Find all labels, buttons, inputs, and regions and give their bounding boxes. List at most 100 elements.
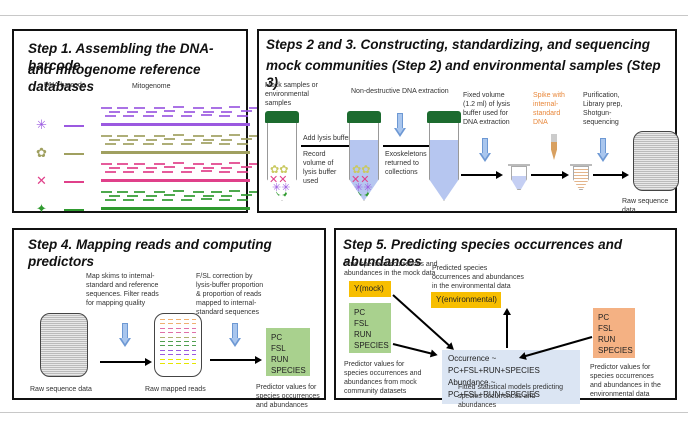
predictor-run: RUN <box>354 330 372 339</box>
sequencing-arrow <box>593 171 629 179</box>
mitogenome-read <box>123 143 134 145</box>
mitogenome-line <box>101 151 250 154</box>
record-volume-label: Record volume of lysis buffer used <box>303 151 337 185</box>
env-predictor-box: PC FSL RUN SPECIES <box>593 308 635 358</box>
predicted-species-label: Predicted species occurrences and abunda… <box>432 265 524 290</box>
true-species-label: True species occurrences and abundances … <box>344 261 438 277</box>
dna-barcode-line <box>64 209 84 211</box>
mitogenome-read <box>101 135 112 137</box>
spider-icon: ✳✳ <box>354 182 373 194</box>
mitogenome-read <box>219 143 230 145</box>
mitogenome-read <box>241 110 252 112</box>
mitogenome-read <box>229 106 240 108</box>
mitogenome-read <box>109 139 120 141</box>
mitogenome-read <box>181 199 192 201</box>
mitogenome-read <box>117 191 128 193</box>
tube-cap <box>427 111 461 123</box>
predictor-species: SPECIES <box>354 341 389 350</box>
mitogenome-read <box>211 107 222 109</box>
mitogenome-read <box>101 191 112 193</box>
pipette-icon <box>551 134 557 160</box>
model-occurrence: Occurrence ~ PC+FSL+RUN+SPECIES <box>448 354 540 375</box>
mitogenome-read <box>249 163 260 165</box>
bee-icon: ✦ <box>36 201 47 216</box>
predictor-box: PC FSL RUN SPECIES <box>266 328 310 376</box>
raw-sequence-label: Raw sequence data <box>622 198 669 214</box>
model-box: Occurrence ~ PC+FSL+RUN+SPECIES Abundanc… <box>442 350 580 404</box>
mitogenome-read <box>193 191 204 193</box>
dragonfly-icon: ✕ <box>36 173 47 188</box>
mitogenome-read <box>101 107 112 109</box>
mock-predictor-box: PC FSL RUN SPECIES <box>349 303 391 353</box>
tube-cap <box>347 111 381 123</box>
mitogenome-read <box>237 115 248 117</box>
mitogenome-read <box>173 190 184 192</box>
mitogenome-line <box>101 207 250 210</box>
mitogenome-read <box>127 111 138 113</box>
spike-label: Spike with internal-standard DNA <box>533 92 565 126</box>
mitogenome-read <box>184 167 195 169</box>
mitogenome-label: Mitogenome <box>132 83 171 90</box>
mitogenome-read <box>105 115 116 117</box>
mitogenome-read <box>123 171 134 173</box>
fixed-volume-down-arrow <box>479 138 491 162</box>
mitogenome-read <box>201 170 212 172</box>
fsl-correction-label: F/SL correction by lysis-buffer proporti… <box>196 273 264 316</box>
beetle-icon: ✿✿ <box>270 164 289 176</box>
predictor-caption: Predictor values for species occurrences… <box>256 384 320 409</box>
mitogenome-read <box>181 115 192 117</box>
mitogenome-read <box>193 107 204 109</box>
model-to-y-env-arrow <box>506 310 508 348</box>
mitogenome-read <box>221 167 232 169</box>
raw-mapped-label: Raw mapped reads <box>145 386 206 393</box>
extract-liquid <box>430 140 458 200</box>
spider-icon: ✳ <box>36 117 47 132</box>
mitogenome-read <box>154 163 165 165</box>
tube-body: ✿✿ ✕✕ ✳✳ ✦✦ <box>349 123 379 201</box>
predictor-run: RUN <box>271 355 289 364</box>
predictor-fsl: FSL <box>354 319 369 328</box>
correction-down-arrow <box>229 323 241 347</box>
mock-samples-label: Mock samples or environmental samples <box>265 82 318 107</box>
mitogenome-read <box>164 138 175 140</box>
mitogenome-read <box>201 198 212 200</box>
mitogenome-read <box>184 139 195 141</box>
to-eppendorf-arrow <box>461 171 503 179</box>
mitogenome-read <box>173 162 184 164</box>
y-env-box: Y(environmental) <box>431 292 501 308</box>
mitogenome-read <box>211 191 222 193</box>
mitogenome-read <box>164 166 175 168</box>
step1-panel: Step 1. Assembling the DNA-barcode and m… <box>12 29 260 216</box>
mitogenome-read <box>105 171 116 173</box>
mitogenome-read <box>249 107 260 109</box>
map-skims-label: Map skims to internal-standard and refer… <box>86 273 159 307</box>
mitogenome-read <box>162 171 173 173</box>
step4-title: Step 4. Mapping reads and computing pred… <box>28 237 272 269</box>
dragonfly-icon: ✕✕ <box>269 174 288 186</box>
mock-caption: Predictor values for species occurrences… <box>344 361 422 395</box>
mitogenome-read <box>193 163 204 165</box>
mitogenome-read <box>203 195 214 197</box>
mitogenome-read <box>134 107 145 109</box>
step23-title-line2: mock communities (Step 2) and environmen… <box>266 58 661 90</box>
mitogenome-read <box>109 111 120 113</box>
predictor-pc: PC <box>354 308 366 317</box>
mitogenome-read <box>184 111 195 113</box>
predictor-fsl: FSL <box>598 324 613 333</box>
mitogenome-read <box>146 167 157 169</box>
mitogenome-read <box>211 135 222 137</box>
mapping-down-arrow <box>119 323 131 347</box>
predictor-pc: PC <box>271 333 283 342</box>
predictor-run: RUN <box>598 335 616 344</box>
tube-body <box>429 123 459 201</box>
mock-predictors-to-model-arrow <box>392 343 436 356</box>
mitogenome-line <box>101 123 250 126</box>
mitogenome-read <box>219 199 230 201</box>
env-caption: Predictor values for species occurrences… <box>590 364 661 398</box>
mitogenome-read <box>123 115 134 117</box>
mitogenome-read <box>241 138 252 140</box>
mitogenome-read <box>105 143 116 145</box>
raw-sequence-data-box <box>633 131 679 191</box>
mitogenome-read <box>184 195 195 197</box>
top-rule <box>0 15 688 16</box>
